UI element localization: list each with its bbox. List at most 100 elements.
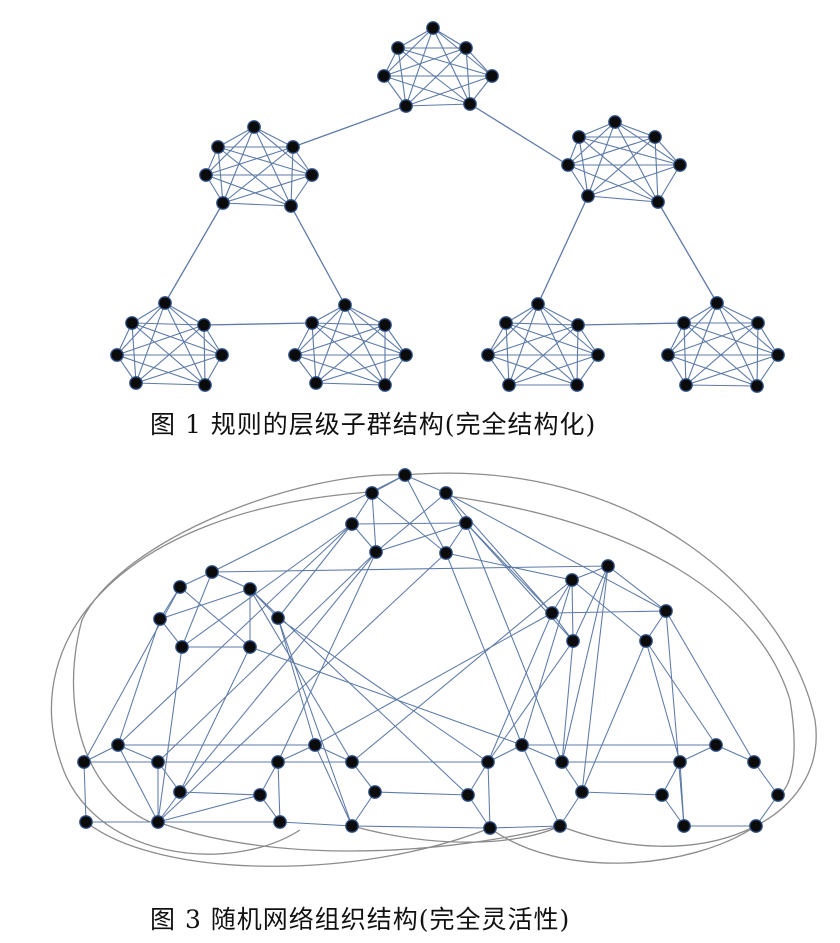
network-edge	[249, 646, 523, 746]
network-node	[243, 582, 257, 596]
network-node	[198, 378, 212, 392]
network-edge	[375, 522, 467, 553]
network-node	[426, 21, 440, 35]
cluster-edge	[311, 322, 386, 386]
cluster-edge	[567, 121, 616, 166]
cluster-edge	[315, 304, 346, 384]
network-node	[378, 318, 392, 332]
network-node	[655, 788, 669, 802]
network-node	[199, 168, 213, 182]
cluster-edge	[657, 164, 681, 203]
cluster-edge	[567, 164, 659, 203]
network-node	[648, 130, 662, 144]
network-node	[399, 348, 413, 362]
network-edge	[445, 492, 667, 612]
cluster-edge	[383, 47, 467, 77]
network-node	[247, 120, 261, 134]
cluster-edge	[667, 302, 718, 356]
cluster-edge	[131, 322, 205, 326]
network-node	[111, 738, 125, 752]
network-edge	[607, 565, 667, 612]
network-node	[368, 785, 382, 799]
network-edge	[279, 821, 353, 827]
network-node	[197, 318, 211, 332]
network-node	[338, 298, 352, 312]
network-edge	[487, 612, 553, 763]
cluster-edge	[135, 382, 206, 386]
network-node	[365, 486, 379, 500]
network-node	[565, 573, 579, 587]
cluster-edge	[685, 302, 718, 386]
figure-1-nodes	[110, 21, 785, 393]
cluster-edge	[683, 322, 779, 356]
network-node	[378, 378, 392, 392]
network-node	[459, 516, 473, 530]
network-node	[749, 819, 763, 833]
network-edge	[83, 761, 87, 823]
network-edge	[581, 791, 663, 796]
network-node	[391, 41, 405, 55]
network-node	[459, 41, 473, 55]
network-node	[369, 545, 383, 559]
long-range-curve	[50, 491, 371, 855]
cluster-link	[292, 105, 407, 148]
cluster-edge	[587, 195, 659, 203]
network-edge	[445, 492, 553, 614]
network-node	[345, 517, 359, 531]
cluster-edge	[131, 322, 206, 386]
network-node	[271, 755, 285, 769]
network-edge	[445, 552, 523, 746]
long-range-curve	[351, 825, 561, 843]
network-node	[639, 634, 653, 648]
cluster-edge	[217, 126, 255, 148]
network-node	[79, 815, 93, 829]
network-edge	[371, 492, 447, 554]
network-edge	[157, 794, 261, 823]
cluster-edge	[685, 384, 758, 387]
cluster-edge	[315, 354, 407, 384]
figure-3-random-network	[50, 468, 817, 867]
network-node	[499, 316, 513, 330]
cluster-edge	[508, 354, 599, 386]
cluster-edge	[311, 322, 407, 356]
cluster-edge	[505, 322, 510, 386]
network-edge	[487, 640, 574, 763]
cluster-link	[577, 322, 685, 326]
network-node	[651, 195, 665, 209]
cluster-edge	[667, 322, 759, 356]
network-node	[129, 376, 143, 390]
network-node	[771, 788, 785, 802]
network-edge	[521, 579, 573, 746]
network-node	[463, 97, 477, 111]
cluster-edge	[405, 103, 471, 107]
network-edge	[249, 588, 353, 763]
network-edge	[211, 571, 251, 590]
cluster-edge	[311, 322, 386, 326]
network-node	[571, 318, 585, 332]
network-node	[545, 606, 559, 620]
network-edge	[181, 523, 353, 648]
network-node	[243, 640, 257, 654]
cluster-edge	[135, 324, 205, 384]
cluster-edge	[116, 302, 166, 356]
network-node	[677, 316, 691, 330]
network-edge	[551, 610, 667, 614]
network-node	[110, 348, 124, 362]
figure-1-edges	[116, 27, 779, 387]
network-edge	[489, 825, 561, 829]
network-edge	[404, 474, 447, 494]
cluster-edge	[505, 322, 578, 386]
network-edge	[117, 523, 353, 746]
network-node	[151, 755, 165, 769]
network-edge	[715, 744, 755, 763]
network-edge	[159, 588, 251, 620]
network-node	[553, 819, 567, 833]
network-edge	[277, 523, 353, 619]
network-node	[677, 819, 691, 833]
network-node	[673, 755, 687, 769]
cluster-edge	[217, 146, 313, 176]
network-edge	[351, 579, 573, 763]
cluster-edge	[315, 324, 386, 384]
cluster-edge	[685, 322, 759, 386]
